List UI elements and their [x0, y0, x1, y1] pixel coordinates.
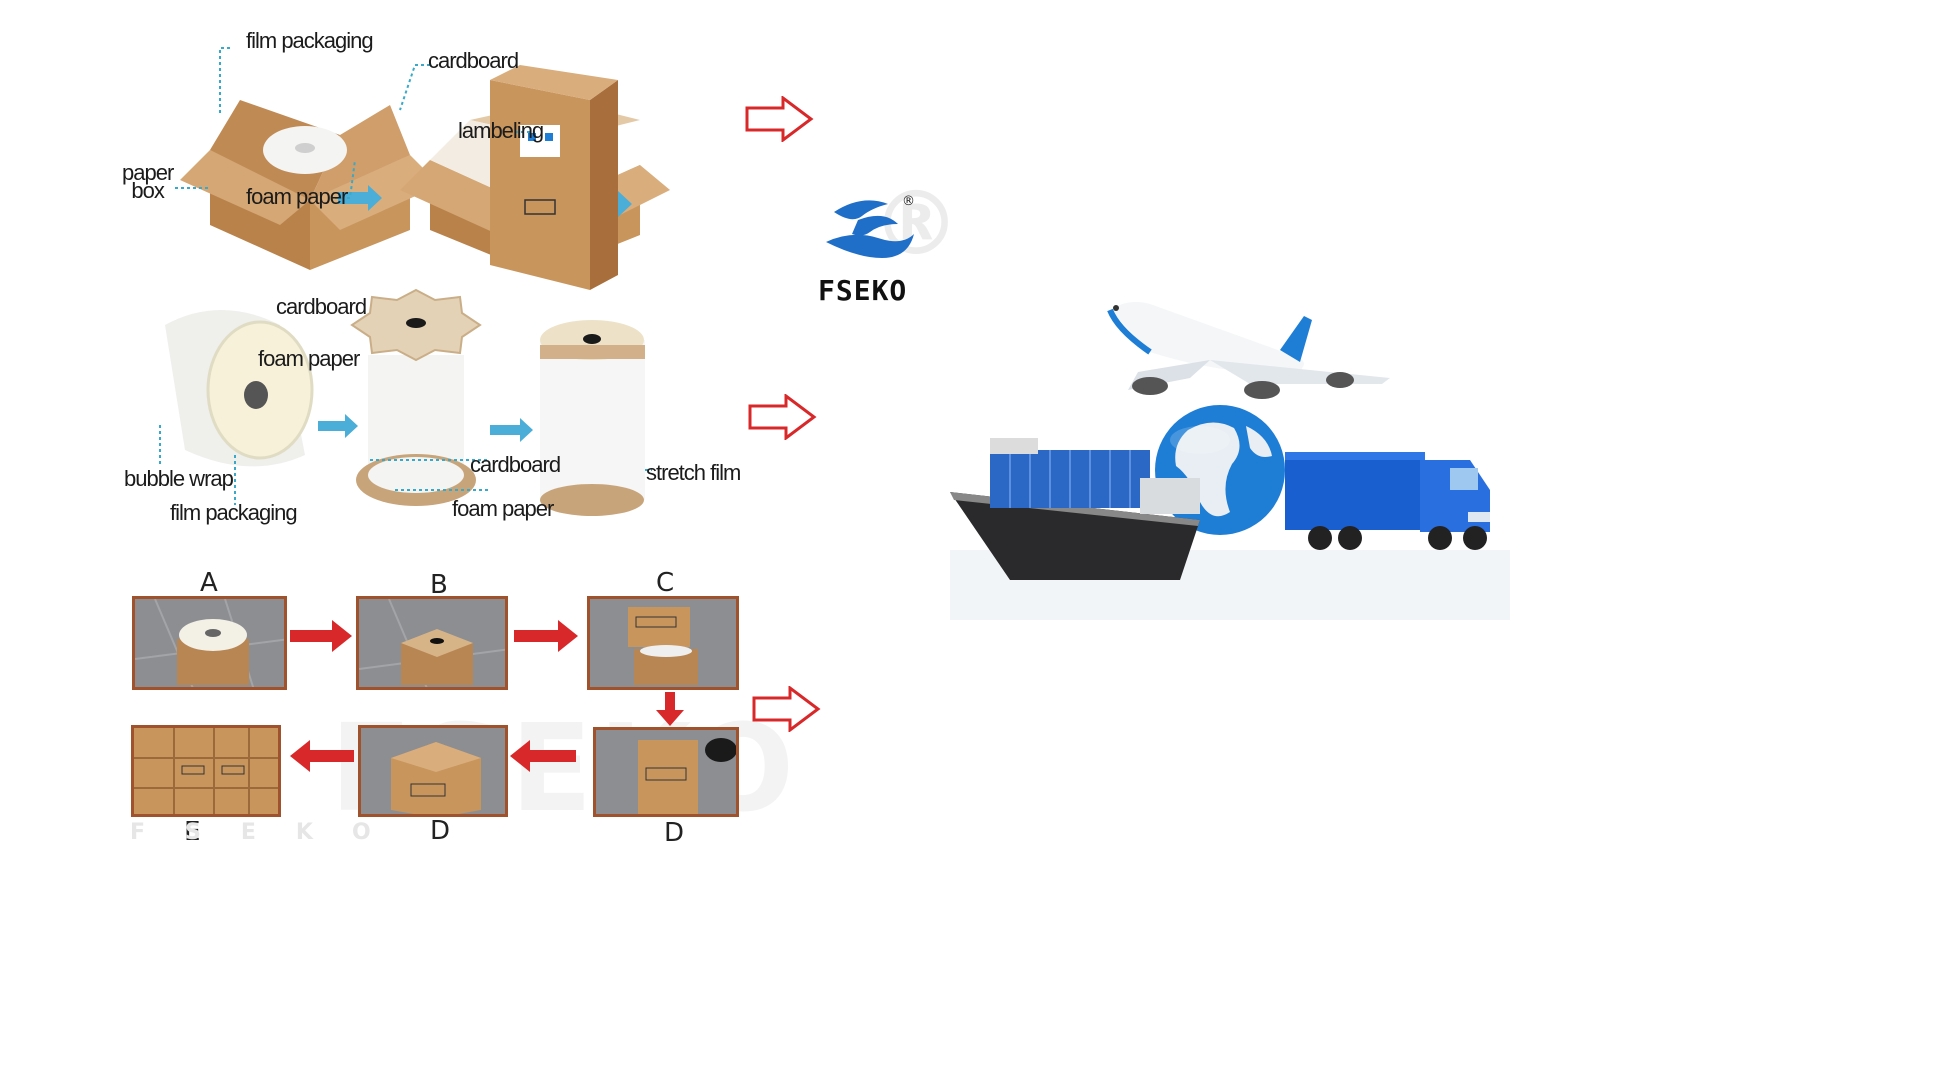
roll-with-foam-and-cardboard-icon	[350, 288, 482, 506]
registered-mark: ®	[902, 194, 915, 209]
label-foam-paper-middle: foam paper	[258, 346, 360, 371]
step-photo-b	[356, 596, 508, 690]
red-flow-arrow-icon	[514, 620, 578, 652]
label-film-packaging-middle: film packaging	[170, 500, 298, 525]
label-cardboard-bottom: cardboard	[470, 452, 561, 477]
red-flow-arrow-icon	[510, 740, 576, 772]
step-photo-d-right	[593, 727, 739, 817]
label-cardboard-middle: cardboard	[276, 294, 367, 319]
flow-arrow-icon	[338, 185, 382, 211]
closed-labelled-box-icon	[490, 65, 618, 290]
step-flow-arrows	[290, 620, 684, 772]
label-bubble-wrap: bubble wrap	[124, 466, 234, 491]
step-label-e: E	[184, 817, 201, 847]
step-label-b: B	[430, 570, 448, 600]
step-label-a: A	[200, 568, 218, 598]
bubble-wrapped-roll-icon	[165, 310, 314, 467]
label-lambeling: lambeling	[458, 118, 544, 143]
company-logo-icon	[826, 200, 914, 258]
flow-arrow-icon	[318, 414, 358, 438]
roll-packaging-illustration	[159, 288, 652, 516]
outline-right-arrow-icon	[745, 96, 814, 142]
outline-arrow-top	[745, 96, 814, 142]
globe-icon	[1155, 405, 1285, 535]
watermark-bottom-row: FSEKO	[130, 820, 411, 845]
flow-arrow-icon	[490, 418, 533, 442]
box-packaging-illustration	[175, 47, 670, 290]
open-paper-box-icon	[180, 100, 440, 270]
red-flow-arrow-icon	[290, 740, 354, 772]
step-label-d-right: D	[664, 818, 685, 848]
logistics-illustration	[950, 302, 1510, 620]
label-foam-paper-bottom: foam paper	[452, 496, 554, 521]
step-photo-e	[131, 725, 281, 817]
step-photo-c	[587, 596, 739, 690]
outline-arrow-middle	[748, 394, 817, 440]
label-foam-paper-top: foam paper	[246, 184, 348, 209]
step-photo-d-middle	[358, 725, 508, 817]
logo-text: FSEKO	[818, 274, 908, 307]
label-stretch-film: stretch film	[646, 460, 741, 485]
company-logo: ® FSEKO	[816, 194, 926, 312]
red-flow-arrow-icon	[290, 620, 352, 652]
label-paper-box: paper box	[122, 160, 174, 203]
label-cardboard-top: cardboard	[428, 48, 519, 73]
step-label-d-middle: D	[430, 816, 451, 846]
outline-arrow-bottom	[752, 686, 821, 732]
red-flow-arrow-icon	[656, 692, 684, 726]
step-label-c: C	[656, 568, 675, 598]
outline-right-arrow-icon	[748, 394, 817, 440]
airplane-icon	[1107, 302, 1390, 399]
label-film-packaging-top: film packaging	[246, 28, 374, 53]
step-photo-a	[132, 596, 287, 690]
stretch-film-roll-icon	[540, 320, 645, 516]
outline-right-arrow-icon	[752, 686, 821, 732]
truck-icon	[1285, 452, 1490, 550]
cargo-ship-icon	[950, 438, 1200, 580]
